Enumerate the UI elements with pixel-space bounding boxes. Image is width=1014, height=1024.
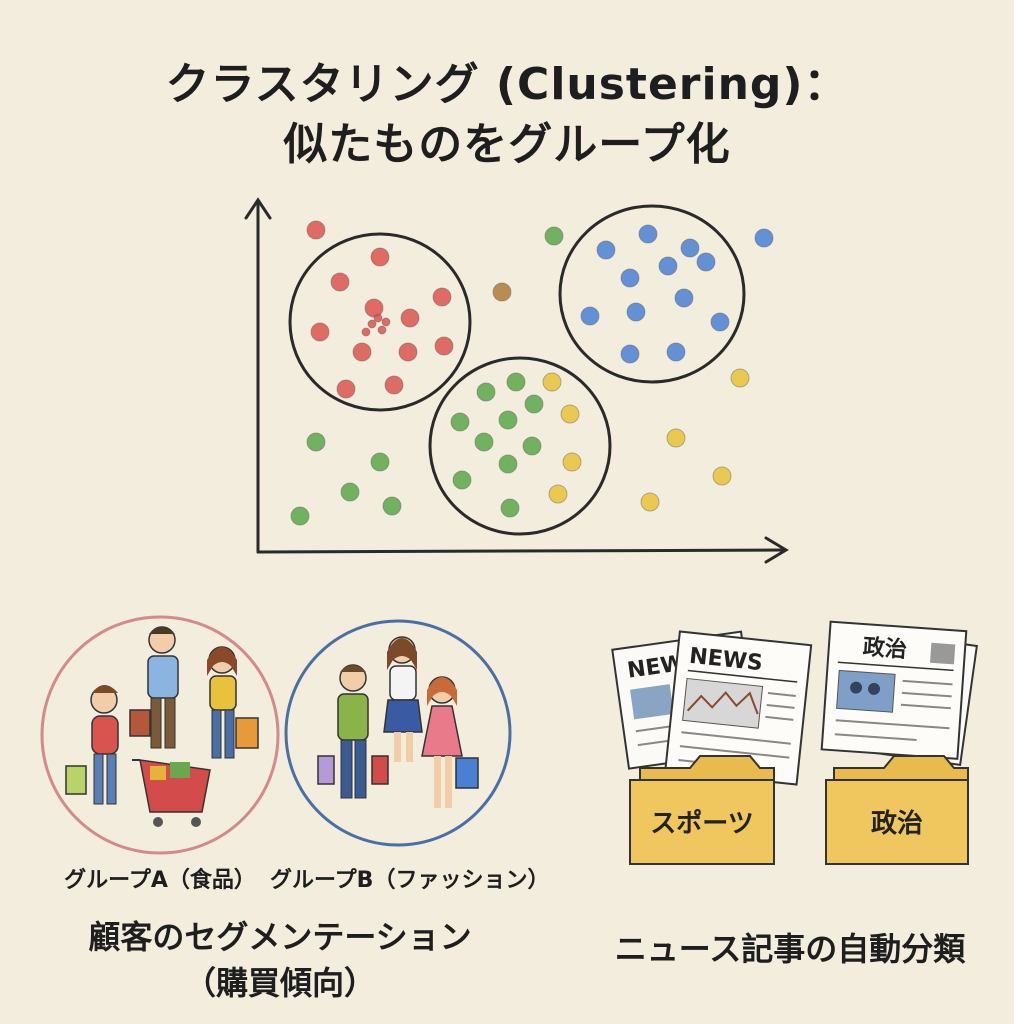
- shopper-icon: [383, 636, 423, 762]
- green-point: [498, 454, 518, 474]
- red-point: [400, 308, 420, 328]
- scatter-axes: [244, 197, 789, 564]
- green-point: [474, 432, 494, 452]
- brown-point: [492, 282, 512, 302]
- green-point: [506, 372, 526, 392]
- red-point: [370, 247, 390, 267]
- blue-point: [674, 288, 694, 308]
- blue-point: [658, 256, 678, 276]
- red-point: [306, 220, 326, 240]
- green-point: [370, 452, 390, 472]
- red-point: [336, 379, 356, 399]
- group-a-illustration: [40, 615, 280, 855]
- shopper-icon: [317, 664, 389, 799]
- group-b-circle: [284, 619, 512, 847]
- group-b-label: グループB（ファッション）: [270, 868, 550, 893]
- segmentation-label-line-1: 顧客のセグメンテーション: [88, 918, 472, 956]
- yellow-point: [666, 428, 686, 448]
- blue-point: [754, 228, 774, 248]
- title-line-1: クラスタリング (Clustering)：: [165, 59, 849, 110]
- blue-point: [710, 312, 730, 332]
- blue-point: [596, 240, 616, 260]
- group-b-illustration: [284, 619, 512, 847]
- green-point: [524, 394, 544, 414]
- cluster-circle-red: [288, 232, 472, 412]
- yellow-point: [542, 372, 562, 392]
- shopper-icon: [421, 676, 479, 808]
- red-point: [432, 287, 452, 307]
- blue-point: [620, 268, 640, 288]
- newspaper-stack-icon: NEW NEWS: [611, 630, 813, 786]
- red-small-point: [381, 317, 391, 327]
- red-small-point: [367, 319, 377, 329]
- folder-sports-label: スポーツ: [650, 808, 753, 839]
- red-small-point: [373, 313, 383, 323]
- folder-politics-label: 政治: [871, 808, 923, 839]
- shopping-cart-icon: [132, 759, 211, 827]
- red-point: [330, 272, 350, 292]
- yellow-point: [712, 466, 732, 486]
- red-point: [352, 342, 372, 362]
- red-point: [398, 342, 418, 362]
- red-small-point: [377, 325, 387, 335]
- green-point: [450, 412, 470, 432]
- blue-point: [696, 252, 716, 272]
- sports-folder-icon: スポーツ: [629, 755, 775, 865]
- green-point: [306, 432, 326, 452]
- blue-point: [620, 344, 640, 364]
- blue-point: [580, 306, 600, 326]
- green-point: [452, 470, 472, 490]
- red-point: [434, 336, 454, 356]
- green-point: [382, 496, 402, 516]
- cluster-circle-green: [428, 356, 612, 536]
- y-axis-arrow: [244, 197, 272, 220]
- politics-folder-icon: 政治: [825, 755, 969, 865]
- blue-point: [680, 238, 700, 258]
- yellow-point: [640, 492, 660, 512]
- news-classification-label: ニュース記事の自動分類: [614, 930, 966, 968]
- shopper-icon: [207, 646, 259, 759]
- shopper-icon: [129, 626, 179, 749]
- yellow-point: [562, 452, 582, 472]
- yellow-point: [548, 484, 568, 504]
- x-axis-arrow: [764, 536, 789, 564]
- blue-point: [626, 302, 646, 322]
- group-a-circle: [40, 615, 280, 855]
- green-point: [544, 226, 564, 246]
- politics-newspaper-icon: 政治: [820, 620, 978, 766]
- group-a-label: グループA（食品）: [64, 868, 256, 893]
- green-point: [498, 410, 518, 430]
- red-point: [310, 322, 330, 342]
- scatter-points: [290, 220, 774, 526]
- blue-point: [638, 224, 658, 244]
- red-small-point: [361, 327, 371, 337]
- green-point: [500, 498, 520, 518]
- red-point: [384, 375, 404, 395]
- green-point: [340, 482, 360, 502]
- yellow-point: [730, 368, 750, 388]
- blue-point: [666, 342, 686, 362]
- politics-newspaper-header: 政治: [862, 634, 908, 663]
- red-point: [364, 298, 384, 318]
- green-point: [476, 382, 496, 402]
- yellow-point: [560, 404, 580, 424]
- green-point: [290, 506, 310, 526]
- x-axis: [256, 548, 786, 554]
- title-line-2: 似たものをグループ化: [283, 119, 731, 170]
- cluster-circle-blue: [558, 204, 746, 384]
- cluster-circles: [288, 204, 746, 536]
- segmentation-label-line-2: （購買傾向）: [183, 964, 376, 1002]
- shopper-icon: [65, 685, 119, 805]
- green-point: [522, 436, 542, 456]
